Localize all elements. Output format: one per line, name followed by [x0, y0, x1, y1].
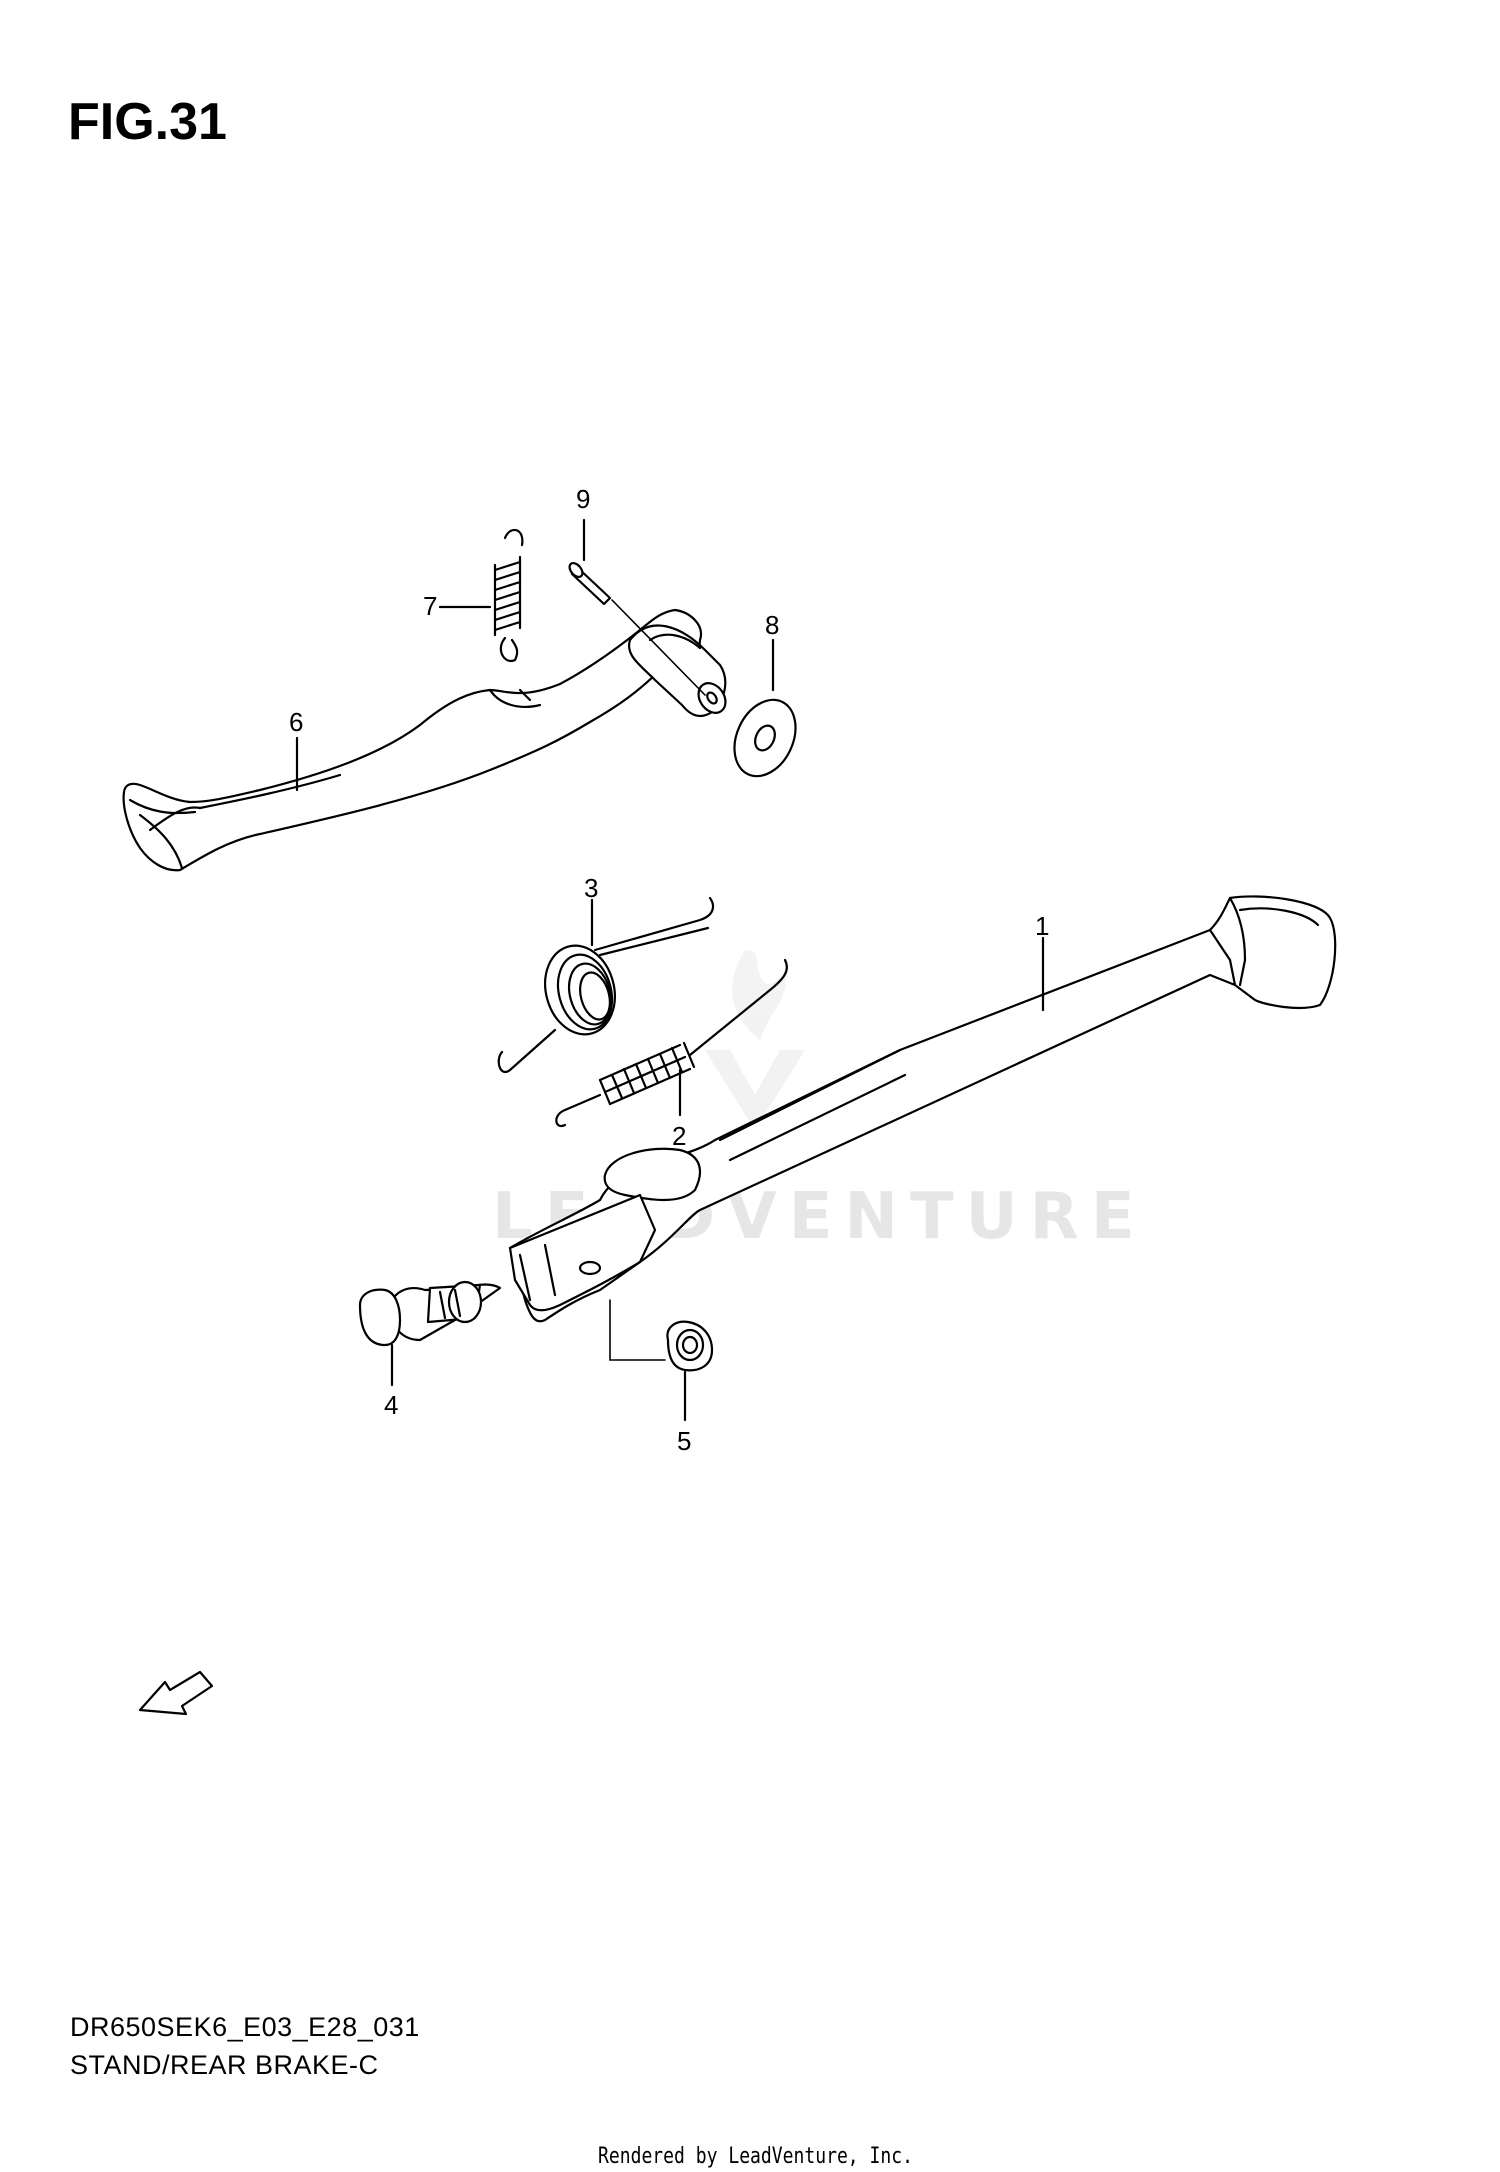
- brake-pedal-part-6: [122, 608, 727, 872]
- callout-3: 3: [584, 873, 598, 903]
- callout-9: 9: [576, 484, 590, 514]
- callout-7: 7: [423, 591, 437, 621]
- figure-title: FIG.31: [68, 93, 227, 151]
- spring-part-7: [438, 528, 524, 663]
- bolt-part-4: [358, 1280, 502, 1387]
- nut-part-5: [609, 1299, 714, 1422]
- side-stand-part-1: [508, 895, 1337, 1323]
- rendered-by-credit: Rendered by LeadVenture, Inc.: [598, 2144, 913, 2169]
- watermark-logo: [705, 950, 805, 1130]
- callout-4: 4: [384, 1390, 398, 1420]
- spring-part-3: [497, 896, 715, 1073]
- diagram-name: STAND/REAR BRAKE-C: [70, 2050, 379, 2080]
- washer-part-8: [733, 638, 797, 778]
- callout-5: 5: [677, 1426, 691, 1456]
- callout-2: 2: [672, 1121, 686, 1151]
- callout-6: 6: [289, 707, 303, 737]
- diagram-code: DR650SEK6_E03_E28_031: [70, 2012, 420, 2042]
- fwd-arrow-icon: FWD: [138, 1670, 214, 1716]
- pin-part-9: [568, 518, 706, 696]
- spring-part-2: [555, 958, 788, 1128]
- callout-8: 8: [765, 610, 779, 640]
- callout-1: 1: [1035, 911, 1049, 941]
